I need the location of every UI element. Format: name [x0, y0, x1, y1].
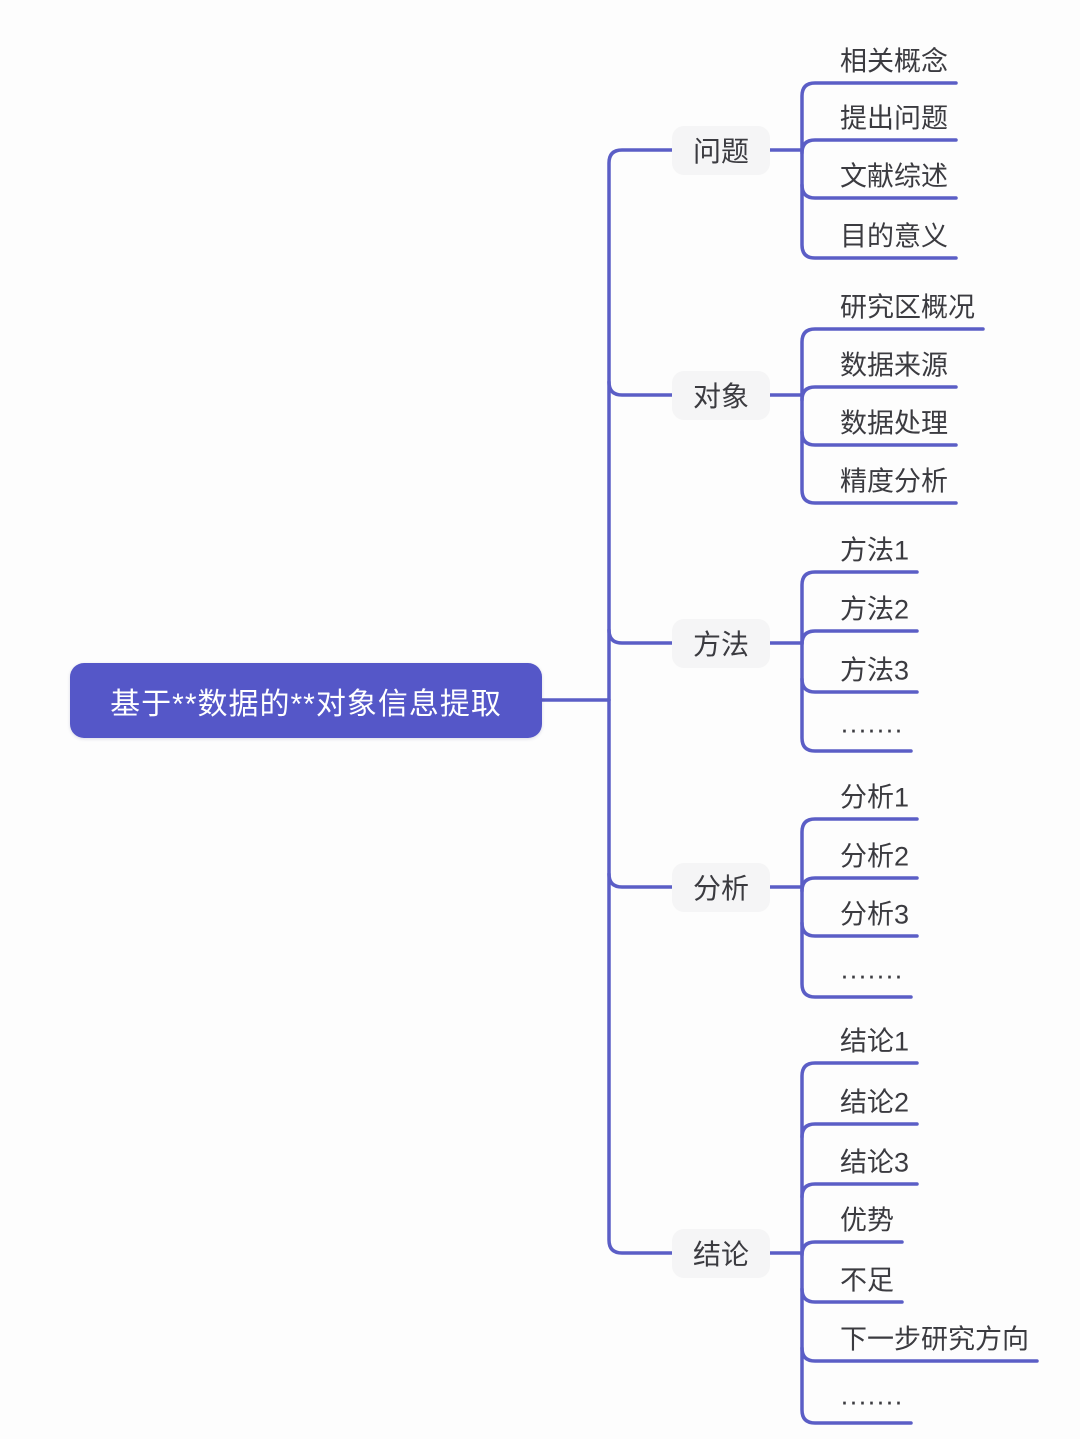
connector-line [800, 677, 919, 694]
connector-line [800, 1287, 904, 1304]
connector-line [800, 183, 958, 200]
branch-node[interactable]: 问题 [672, 125, 770, 175]
connector-line [607, 380, 674, 397]
child-topic[interactable]: 结论2 [840, 1087, 910, 1118]
connector-line [800, 1346, 1039, 1363]
child-topic[interactable]: 方法3 [840, 655, 910, 686]
child-topic[interactable]: ······· [840, 1386, 903, 1417]
branch-node[interactable]: 方法 [672, 618, 770, 668]
connector-line [800, 1240, 904, 1257]
connector-line [800, 327, 985, 505]
child-topic[interactable]: 不足 [840, 1265, 894, 1296]
child-topic[interactable]: 提出问题 [840, 103, 948, 134]
child-topic[interactable]: 目的意义 [840, 221, 948, 252]
child-topic[interactable]: 精度分析 [840, 466, 948, 497]
child-topic[interactable]: 文献综述 [840, 161, 948, 192]
child-topic[interactable]: 优势 [840, 1205, 894, 1236]
child-topic[interactable]: 方法1 [840, 535, 910, 566]
root-node[interactable]: 基于**数据的**对象信息提取 [70, 663, 542, 738]
child-topic[interactable]: 分析2 [840, 841, 910, 872]
connector-line [800, 385, 958, 402]
child-topic[interactable]: 相关概念 [840, 46, 948, 77]
connector-line [800, 1061, 919, 1425]
connector-line [800, 629, 919, 646]
child-topic[interactable]: 下一步研究方向 [840, 1324, 1029, 1355]
connector-line [607, 148, 674, 1255]
connector-line [800, 430, 958, 447]
child-topic[interactable]: ······· [840, 714, 903, 745]
branch-node[interactable]: 对象 [672, 370, 770, 420]
child-topic[interactable]: 数据来源 [840, 350, 948, 381]
connector-line [800, 1122, 919, 1139]
connector-line [800, 138, 958, 155]
connector-line [800, 876, 919, 893]
connector-line [607, 628, 674, 645]
connector-line [607, 872, 674, 889]
child-topic[interactable]: 方法2 [840, 594, 910, 625]
branch-node[interactable]: 分析 [672, 862, 770, 912]
branch-node[interactable]: 结论 [672, 1228, 770, 1278]
child-topic[interactable]: 研究区概况 [840, 292, 975, 323]
child-topic[interactable]: 分析3 [840, 899, 910, 930]
child-topic[interactable]: 数据处理 [840, 408, 948, 439]
connector-line [800, 81, 958, 260]
connector-line [800, 1182, 919, 1199]
child-topic[interactable]: 分析1 [840, 782, 910, 813]
connector-line [800, 817, 919, 999]
connector-line [800, 570, 919, 753]
child-topic[interactable]: 结论3 [840, 1147, 910, 1178]
child-topic[interactable]: ······· [840, 960, 903, 991]
connector-line [800, 921, 919, 938]
child-topic[interactable]: 结论1 [840, 1026, 910, 1057]
